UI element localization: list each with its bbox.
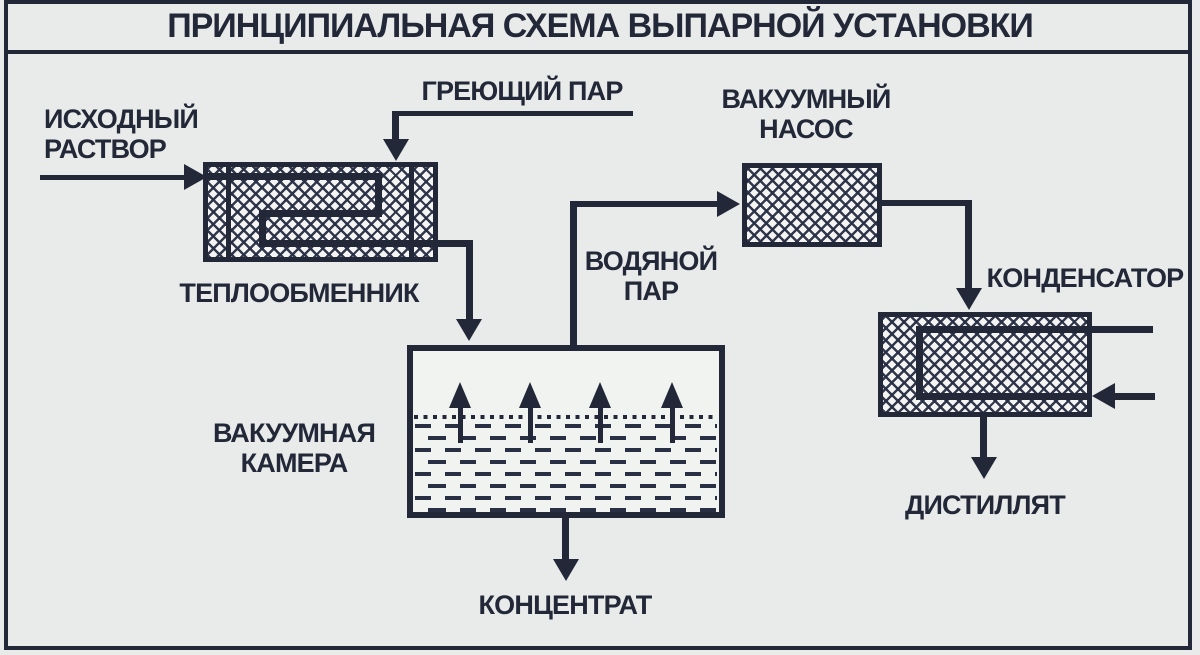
hx-partition-left (226, 167, 231, 257)
pipe-coolant-in (1113, 393, 1155, 400)
diagram-title: ПРИНЦИПИАЛЬНАЯ СХЕМА ВЫПАРНОЙ УСТАНОВКИ (167, 7, 1034, 45)
vapor-arrow-shaft (528, 402, 533, 443)
title-separator (8, 50, 1188, 54)
hx-coil-segment-2 (375, 173, 382, 217)
arrowhead-distillate-icon (971, 457, 997, 479)
liquid-surface-dotted-line (414, 415, 718, 419)
pipe-steam-vertical (392, 111, 399, 140)
vapor-up-arrow-icon (519, 382, 541, 408)
liquid-dashes (415, 424, 717, 514)
pipe-vapor-horizontal (570, 201, 718, 207)
label-feed: ИСХОДНЫЙ РАСТВОР (44, 104, 199, 164)
label-heating-steam: ГРЕЮЩИЙ ПАР (421, 76, 623, 106)
label-condenser: КОНДЕНСАТОР (986, 263, 1185, 293)
arrowhead-steam-icon (383, 139, 409, 161)
arrowhead-pump-to-condenser-icon (956, 288, 982, 310)
pipe-pump-out-vertical (965, 200, 972, 289)
label-heat-exchanger: ТЕПЛООБМЕННИК (179, 278, 419, 308)
arrowhead-feed-icon (184, 164, 207, 190)
pipe-feed (40, 175, 186, 180)
vapor-up-arrow-icon (589, 382, 611, 408)
hx-coil-segment-4 (259, 210, 266, 247)
pipe-steam-horizontal (392, 111, 633, 116)
arrowhead-concentrate-icon (553, 559, 579, 581)
condenser-coil-bottom (916, 393, 1092, 400)
hx-partition-right (409, 167, 414, 257)
vapor-arrow-shaft (670, 402, 675, 443)
outer-frame (4, 0, 1192, 650)
arrowhead-hx-to-chamber-icon (456, 319, 482, 341)
vapor-up-arrow-icon (661, 382, 683, 408)
pipe-vapor-vertical (570, 201, 577, 345)
pipe-pump-out-horizontal (882, 200, 972, 206)
label-water-vapor: ВОДЯНОЙ ПАР (584, 246, 718, 306)
label-distillate: ДИСТИЛЛЯТ (905, 490, 1066, 520)
arrowhead-coolant-in-icon (1092, 383, 1115, 409)
hx-coil-segment-1 (205, 173, 382, 180)
condenser-coil-left (916, 326, 923, 400)
vapor-up-arrow-icon (449, 382, 471, 408)
box-vacuum-pump (742, 163, 882, 247)
vapor-arrow-shaft (598, 402, 603, 443)
pipe-concentrate (562, 516, 569, 560)
hx-coil-segment-3 (259, 210, 382, 217)
hx-coil-segment-5 (259, 240, 473, 247)
condenser-coil-top (916, 326, 1153, 333)
label-vacuum-pump: ВАКУУМНЫЙ НАСОС (721, 84, 891, 144)
pipe-distillate (980, 414, 987, 458)
label-concentrate: КОНЦЕНТРАТ (478, 590, 653, 620)
pipe-hx-to-chamber (466, 240, 473, 320)
vapor-arrow-shaft (458, 402, 463, 443)
label-vacuum-chamber: ВАКУУМНАЯ КАМЕРА (212, 418, 376, 478)
arrowhead-vapor-icon (717, 191, 740, 217)
